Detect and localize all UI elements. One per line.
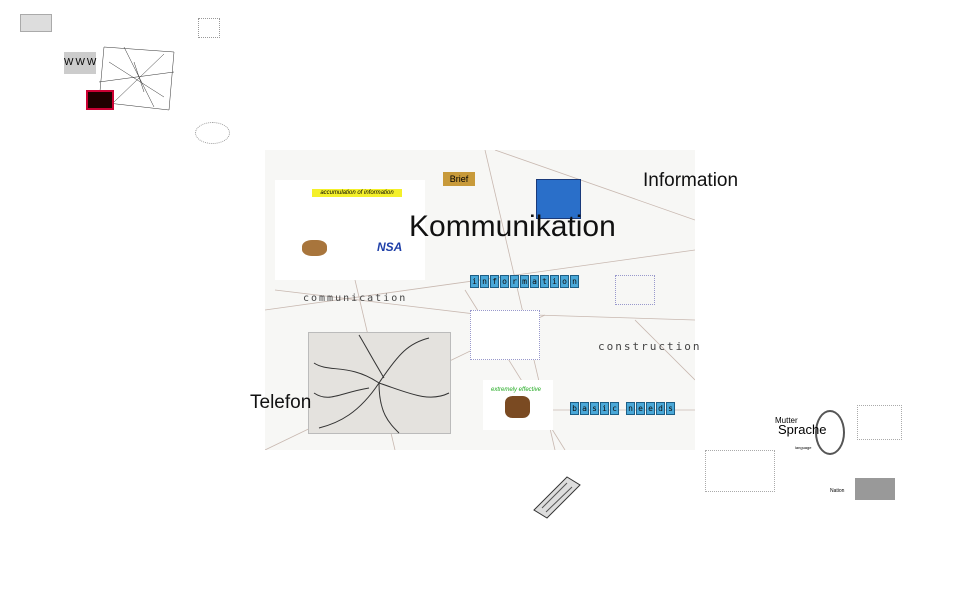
effective-label: extremely effective bbox=[491, 387, 542, 393]
tile: s bbox=[666, 402, 675, 415]
telefon-label[interactable]: Telefon bbox=[250, 392, 312, 413]
thumbnail-cluster-topleft[interactable] bbox=[20, 14, 52, 32]
language-label: language bbox=[795, 445, 812, 450]
thumbnail-small[interactable] bbox=[195, 122, 230, 144]
carriage-image bbox=[505, 396, 530, 418]
tile: o bbox=[560, 275, 569, 288]
thumbnail-topright[interactable] bbox=[198, 18, 220, 38]
tile: f bbox=[490, 275, 499, 288]
accumulation-label: accumulation of information bbox=[312, 189, 402, 197]
tile: t bbox=[540, 275, 549, 288]
nation-label: Nation bbox=[830, 488, 845, 494]
title-kommunikation: Kommunikation bbox=[409, 210, 616, 243]
diagram-sketch[interactable] bbox=[470, 310, 540, 360]
collage-image[interactable] bbox=[536, 179, 581, 219]
device-drawing[interactable] bbox=[532, 475, 582, 520]
mutter-label: Mutter bbox=[775, 416, 798, 425]
tile: d bbox=[656, 402, 665, 415]
tile: i bbox=[470, 275, 479, 288]
www-card: WWW bbox=[64, 52, 96, 74]
nsa-logo: NSA bbox=[377, 240, 403, 254]
sprache-title: Sprache bbox=[778, 422, 827, 437]
tile: s bbox=[590, 402, 599, 415]
tile: i bbox=[550, 275, 559, 288]
tile: r bbox=[510, 275, 519, 288]
neon-image bbox=[86, 90, 114, 110]
tile: o bbox=[500, 275, 509, 288]
tile: e bbox=[646, 402, 655, 415]
word-network bbox=[705, 450, 775, 492]
tile: e bbox=[636, 402, 645, 415]
communication-label: communication bbox=[303, 293, 408, 304]
tile: a bbox=[530, 275, 539, 288]
construction-label: construction bbox=[598, 340, 702, 353]
brief-card[interactable]: Brief bbox=[443, 172, 475, 186]
tile: b bbox=[570, 402, 579, 415]
tile: m bbox=[520, 275, 529, 288]
photo-thumb bbox=[855, 478, 895, 500]
tile: c bbox=[610, 402, 619, 415]
sprache-cluster[interactable]: Mutter Sprache language Nation bbox=[705, 400, 905, 505]
tile: n bbox=[570, 275, 579, 288]
network-drawing bbox=[98, 46, 175, 111]
tile: n bbox=[480, 275, 489, 288]
device-sketch bbox=[533, 476, 581, 519]
ear-drawing bbox=[815, 410, 845, 455]
roots-drawing[interactable] bbox=[308, 332, 451, 434]
tile: i bbox=[600, 402, 609, 415]
tile: n bbox=[626, 402, 635, 415]
www-cluster[interactable]: WWW bbox=[64, 42, 179, 112]
blue-sketch[interactable] bbox=[615, 275, 655, 305]
information-label[interactable]: Information bbox=[643, 170, 739, 191]
tile: a bbox=[580, 402, 589, 415]
diagram-thumb bbox=[857, 405, 902, 440]
kommunikation-canvas[interactable]: accumulation of information NSA Brief Ko… bbox=[265, 150, 699, 450]
basket-image bbox=[302, 240, 327, 256]
roots-sketch bbox=[313, 334, 450, 434]
